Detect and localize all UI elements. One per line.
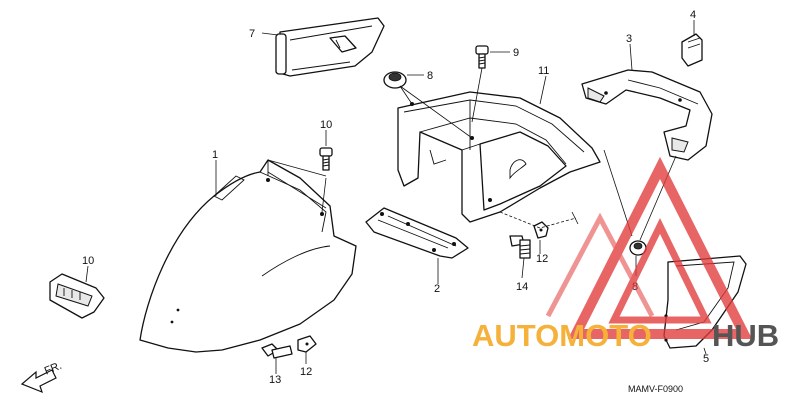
callout-10-top: 9: [513, 47, 519, 59]
callout-7: 5: [703, 353, 709, 365]
watermark-logo: [545, 156, 753, 339]
callout-14: 14: [516, 281, 528, 293]
part-4-cap: [681, 33, 703, 67]
callout-9: 10: [82, 255, 94, 267]
callout-6: 11: [538, 65, 549, 77]
part-8-grommet-top: [383, 71, 407, 89]
part-1-front-fender: [139, 159, 357, 353]
callout-1: 1: [212, 149, 218, 161]
callout-5: 7: [249, 28, 255, 40]
part-3-grab-rail: [581, 69, 713, 161]
part-12-nut: [533, 221, 549, 239]
part-5-bracket: [275, 17, 385, 77]
watermark-text-auto: AUTOMOTO: [472, 318, 652, 353]
callout-10-left: 10: [320, 119, 332, 131]
part-9-reflector: [49, 273, 105, 319]
callout-3: 3: [626, 33, 632, 45]
callout-4: 4: [690, 9, 696, 21]
part-6-inner-fender: [397, 91, 601, 223]
part-14-bolt: [509, 235, 531, 259]
watermark-text-hub: HUB: [712, 318, 779, 353]
part-8-grommet-right: [629, 240, 647, 256]
callout-11: 12: [300, 366, 312, 378]
front-direction-arrow: [20, 369, 57, 394]
part-10-bolt-top: [475, 45, 489, 69]
callout-2: 2: [434, 283, 440, 295]
part-11-clip: [297, 335, 317, 353]
part-2-bracket-plate: [365, 207, 469, 259]
callout-13: 13: [269, 374, 281, 386]
part-13-screw: [261, 343, 293, 359]
callout-12: 12: [536, 253, 548, 265]
callout-8-top: 8: [427, 70, 433, 82]
part-10-bolt-left: [319, 147, 333, 171]
diagram-code: MAMV-F0900: [628, 384, 683, 394]
front-direction-label: FR.: [43, 360, 64, 378]
